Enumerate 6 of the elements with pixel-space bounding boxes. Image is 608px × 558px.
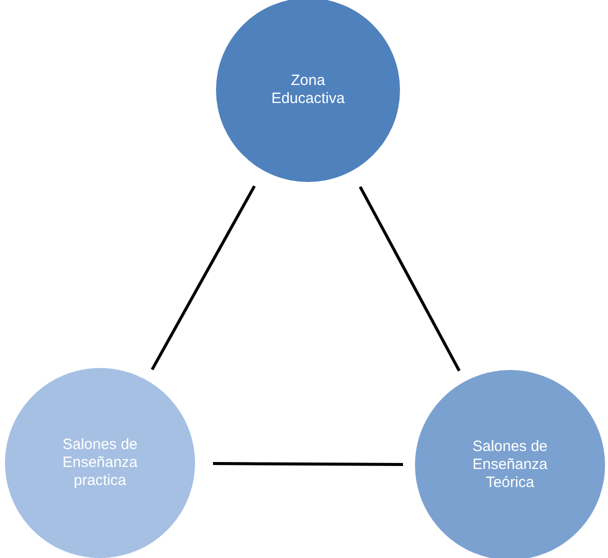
connector-line	[358, 186, 461, 372]
node-label: Zona Educactiva	[270, 72, 346, 108]
connector-line	[150, 185, 256, 370]
node-label: Salones de Enseñanza Teórica	[471, 438, 549, 492]
node-label: Salones de Enseñanza practica	[61, 436, 139, 490]
connector-line	[213, 462, 403, 466]
